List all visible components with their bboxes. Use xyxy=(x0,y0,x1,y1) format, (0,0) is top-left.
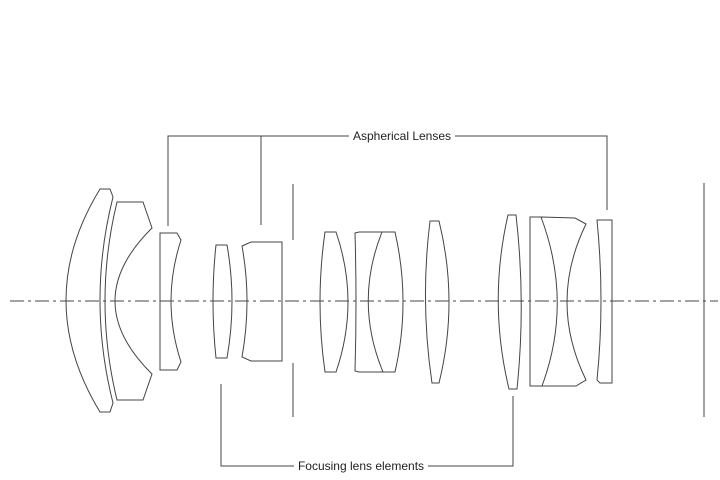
lens-element-4 xyxy=(212,244,233,359)
focusing-elements-label: Focusing lens elements xyxy=(293,459,429,473)
lens-element-8 xyxy=(424,220,450,384)
lens-element-1 xyxy=(65,188,114,413)
lens-element-2 xyxy=(104,201,153,401)
lens-element-10-doublet xyxy=(529,216,587,387)
lens-element-6 xyxy=(319,231,349,373)
lens-element-5-aspherical xyxy=(241,241,283,362)
focusing-bracket xyxy=(220,384,514,467)
aspherical-lenses-label: Aspherical Lenses xyxy=(348,129,456,143)
lens-element-11-aspherical xyxy=(596,219,613,384)
aspherical-bracket xyxy=(167,135,608,226)
lens-element-3-aspherical xyxy=(159,232,182,371)
lens-element-7-doublet xyxy=(354,231,404,373)
lens-element-9 xyxy=(497,214,522,390)
